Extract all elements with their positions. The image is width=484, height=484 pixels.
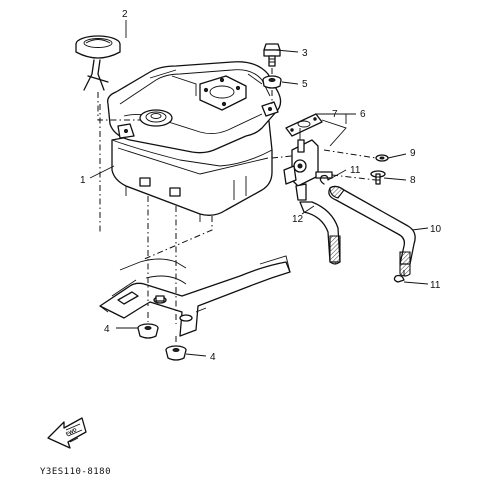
hose-clip-upper — [319, 174, 329, 185]
damper-lower — [165, 336, 187, 361]
frame-section — [99, 255, 291, 337]
fuel-hose-short — [299, 201, 341, 265]
screw — [370, 170, 386, 185]
callout-3: 3 — [302, 48, 308, 59]
callout-11-lower: 11 — [430, 280, 441, 291]
gasket — [285, 113, 323, 137]
callout-5: 5 — [302, 79, 308, 90]
callout-10: 10 — [430, 224, 442, 235]
leader-lines — [89, 20, 429, 357]
callout-11-upper: 11 — [350, 165, 361, 176]
fuel-hose-long — [328, 185, 416, 277]
callout-8: 8 — [410, 175, 416, 186]
drawing-code: Y3ES110-8180 — [40, 467, 111, 477]
fuel-tank — [107, 61, 282, 222]
front-direction-arrow: FWD — [47, 417, 87, 449]
callout-4-upper: 4 — [104, 324, 110, 335]
fuel-cap — [75, 35, 140, 121]
callout-1: 1 — [80, 175, 86, 186]
callout-9: 9 — [410, 148, 416, 159]
callout-4-lower: 4 — [210, 352, 216, 363]
bolt — [263, 43, 281, 67]
callout-12: 12 — [292, 214, 304, 225]
callout-7: 7 — [332, 109, 338, 120]
hose-clip-lower — [393, 270, 405, 283]
callout-2: 2 — [122, 9, 128, 20]
fuel-cock — [271, 128, 333, 201]
fwd-label: FWD — [65, 427, 78, 438]
damper-upper — [137, 312, 159, 339]
callout-6: 6 — [360, 109, 366, 120]
grommet — [262, 68, 282, 104]
washer — [375, 154, 389, 162]
